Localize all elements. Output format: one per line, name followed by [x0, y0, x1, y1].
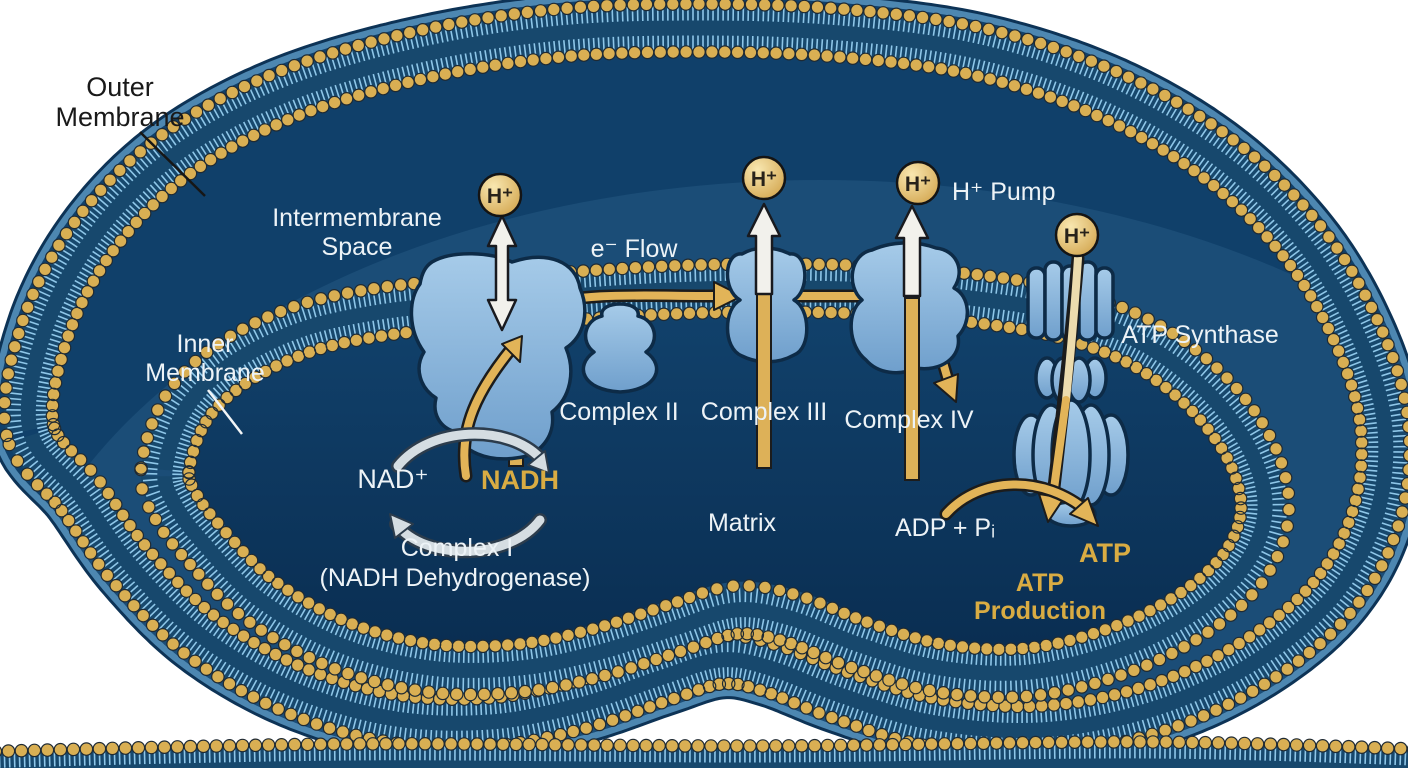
h-pump-label: H⁺ Pump — [952, 178, 1056, 206]
complex-iv-h-pump-arrow — [894, 204, 930, 298]
proton-markers: H⁺ H⁺ H⁺ H⁺ — [477, 155, 1100, 258]
outer-membrane-pointer-line — [139, 131, 206, 197]
proton-pump-arrows — [389, 202, 1099, 559]
proton-label: H⁺ — [1064, 225, 1090, 248]
proton-ball: H⁺ — [895, 160, 941, 206]
complex-iii-proton-channel — [756, 289, 772, 469]
nadh-to-complex-i-arrow — [460, 344, 516, 480]
complex-iv-proton-channel — [904, 297, 920, 481]
atp-production-arrow — [942, 480, 1092, 518]
proton-label: H⁺ — [751, 168, 777, 191]
adp-pi-label: ADP + Pᵢ — [895, 514, 995, 542]
nad-plus-label: NAD⁺ — [357, 464, 428, 494]
intermembrane-space-label: Space — [322, 233, 393, 261]
e-flow-arrowhead-end — [933, 373, 959, 403]
proton-ball: H⁺ — [741, 155, 787, 201]
inner-membrane-label: Membrane — [145, 359, 265, 387]
complex-i-label: Complex I — [401, 534, 514, 562]
outer-membrane-label: Membrane — [55, 102, 184, 132]
matrix-label: Matrix — [708, 509, 777, 537]
outer-membrane-label: Outer — [86, 72, 154, 102]
atp-label: ATP — [1079, 538, 1131, 568]
inner-membrane-label: Inner — [177, 330, 234, 358]
atp-production-label: ATP — [1016, 569, 1064, 597]
complex-i-sublabel: (NADH Dehydrogenase) — [320, 564, 591, 592]
labels-layer: Outer Membrane Intermembrane Space Inner… — [55, 72, 1278, 625]
atp-production-label: Production — [974, 597, 1106, 625]
atp-synthase-proton-shaft — [1062, 254, 1082, 404]
complex-iii-label: Complex III — [701, 398, 827, 426]
complex-ii-shape — [581, 302, 659, 394]
inner-membrane-pointer-line — [207, 389, 243, 435]
complex-iv-label: Complex IV — [844, 406, 974, 434]
proton-label: H⁺ — [905, 173, 931, 196]
intermembrane-space-label: Intermembrane — [272, 204, 442, 232]
complex-i-h-pump-arrow — [486, 214, 518, 332]
complex-iii-h-pump-arrow — [746, 202, 782, 296]
atp-synthase-label: ATP Synthase — [1121, 321, 1279, 349]
proton-label: H⁺ — [487, 185, 513, 208]
nadh-label: NADH — [481, 465, 559, 495]
nad-cycle-arrow-top — [393, 429, 545, 471]
e-flow-arrowhead-mid — [713, 281, 743, 311]
nad-cycle-arrow-bottom — [391, 515, 545, 556]
complex-ii-label: Complex II — [559, 398, 678, 426]
proton-ball: H⁺ — [477, 172, 523, 218]
proton-ball: H⁺ — [1054, 212, 1100, 258]
e-flow-label: e⁻ Flow — [591, 235, 679, 263]
